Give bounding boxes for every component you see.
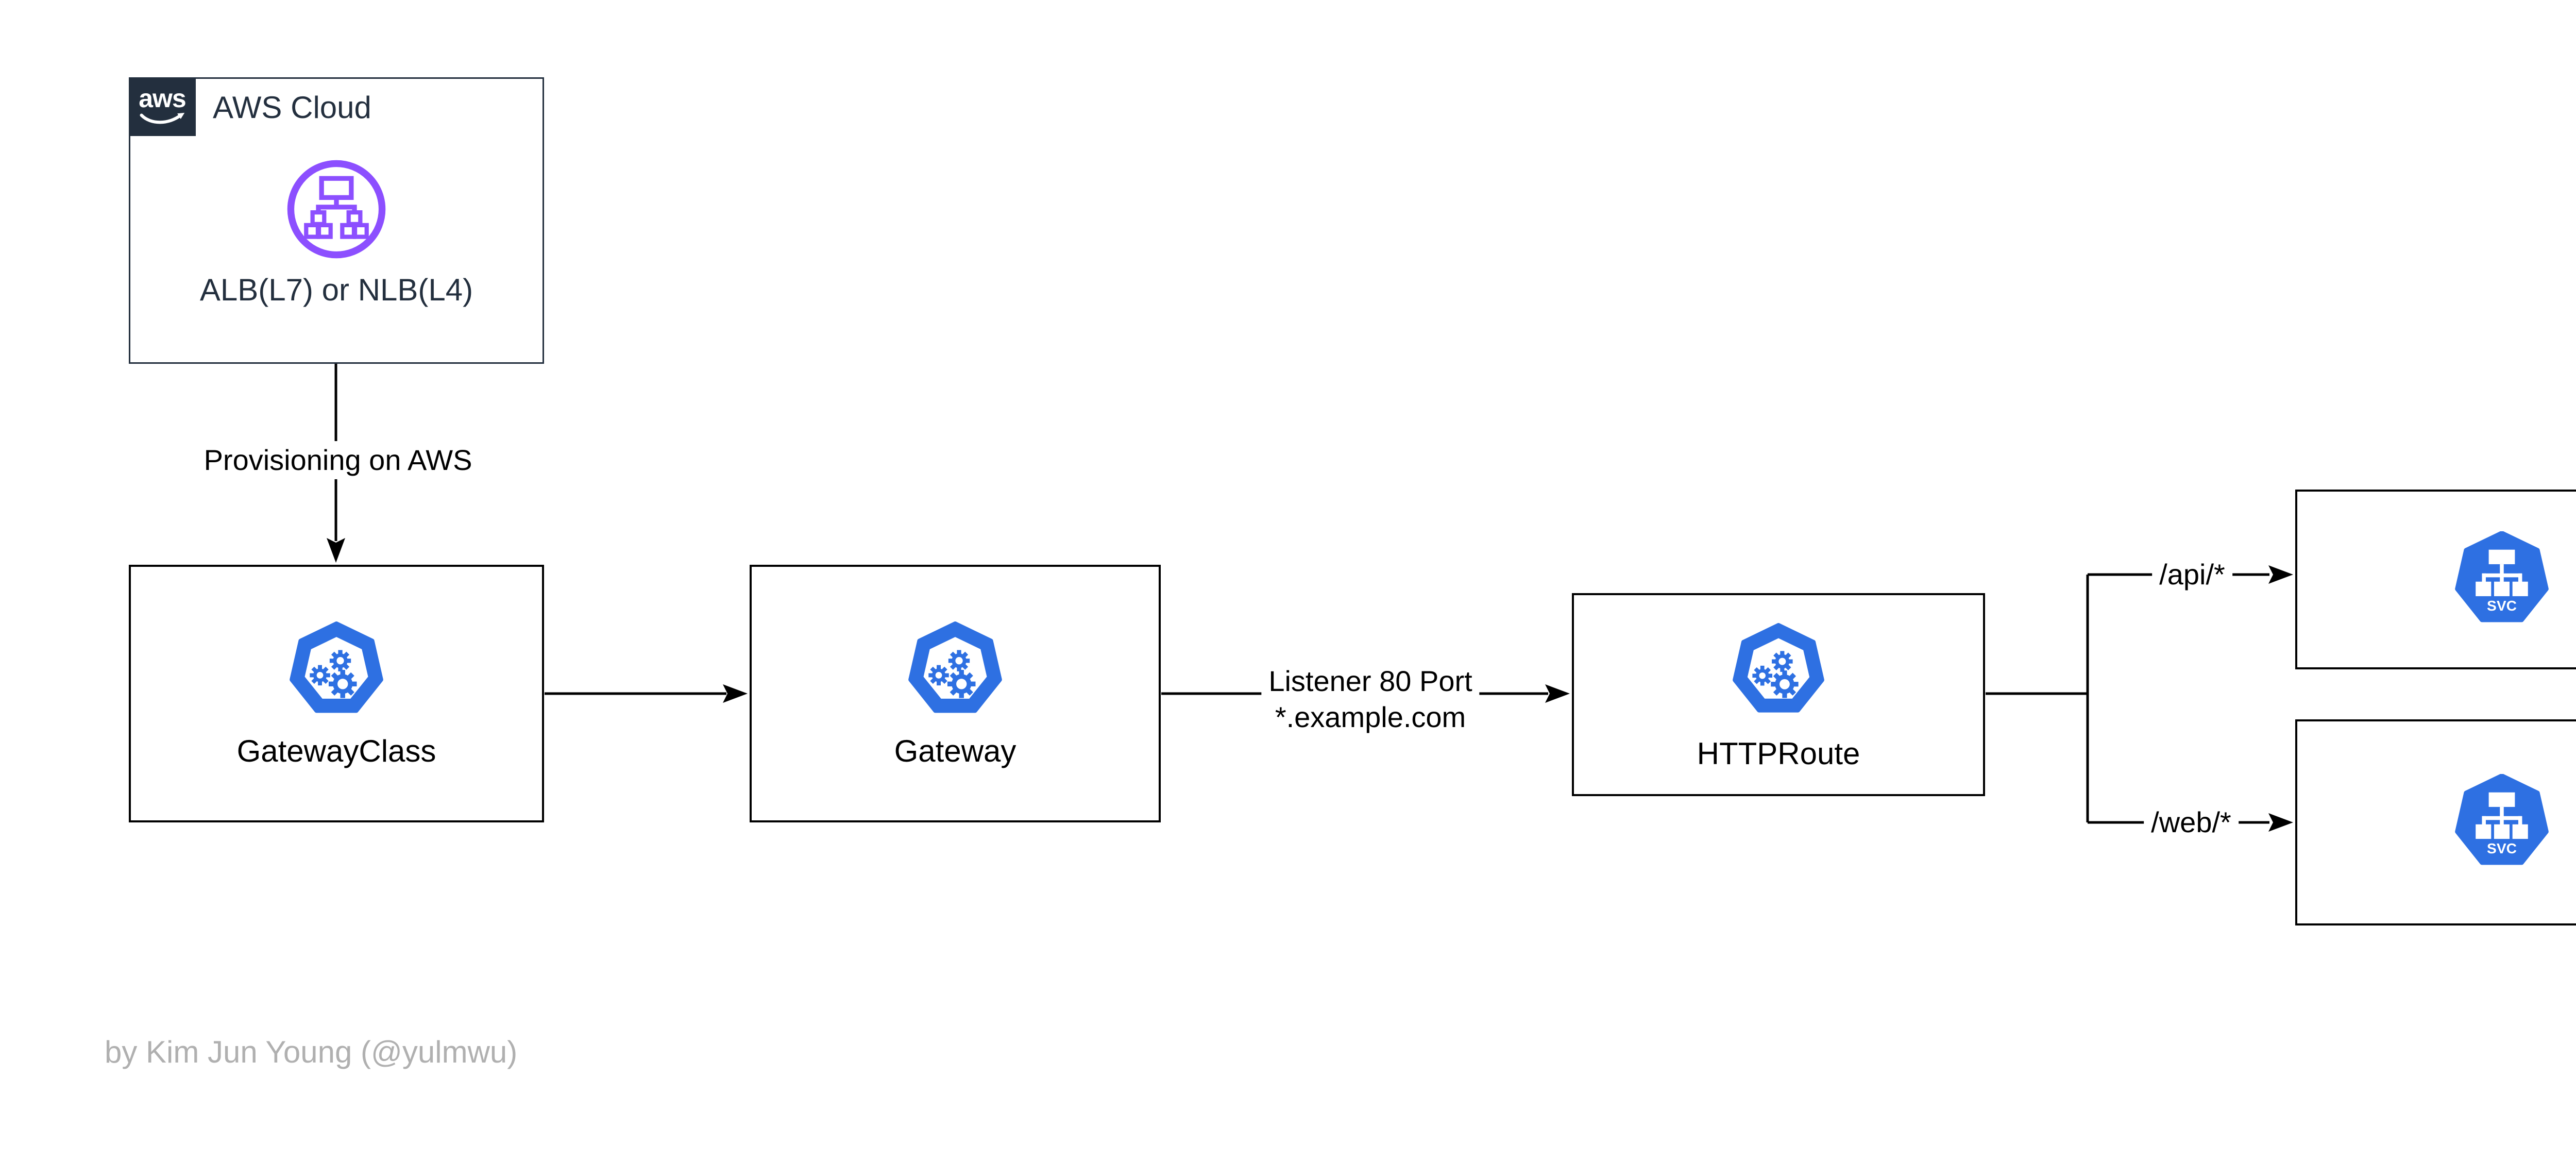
aws-smile-icon bbox=[140, 112, 185, 124]
kubernetes-crd-gears-icon bbox=[908, 621, 1002, 713]
aws-cloud-group: aws AWS Cloud A bbox=[129, 77, 544, 364]
kubernetes-service-icon: SVC bbox=[2454, 531, 2549, 622]
gatewayclass-label: GatewayClass bbox=[236, 734, 436, 768]
aws-logo-badge: aws bbox=[129, 77, 196, 136]
provisioning-arrowhead bbox=[327, 538, 345, 563]
svc-icon-text: SVC bbox=[2487, 597, 2517, 614]
gateway-arrowhead bbox=[723, 684, 748, 703]
credit-text: by Kim Jun Young (@yulmwu) bbox=[105, 1035, 518, 1069]
provisioning-label: Provisioning on AWS bbox=[196, 441, 480, 479]
httproute-label: HTTPRoute bbox=[1697, 736, 1860, 771]
load-balancer-icon bbox=[287, 160, 386, 259]
aws-cloud-title: AWS Cloud bbox=[213, 90, 371, 125]
httproute-node: HTTPRoute bbox=[1572, 593, 1985, 796]
gateway-label: Gateway bbox=[894, 734, 1016, 768]
service-api-node: SVC bbox=[2295, 490, 2576, 669]
kubernetes-crd-gears-icon bbox=[1733, 623, 1824, 713]
gateway-node: Gateway bbox=[750, 565, 1161, 822]
listener-label: Listener 80 Port *.example.com bbox=[1261, 662, 1480, 736]
httproute-arrowhead bbox=[1545, 684, 1570, 703]
svc-icon-text: SVC bbox=[2487, 840, 2517, 856]
api-arrowhead bbox=[2268, 565, 2293, 584]
listener-label-line2: *.example.com bbox=[1275, 701, 1466, 733]
web-arrowhead bbox=[2268, 813, 2293, 832]
web-path-label: /web/* bbox=[2144, 803, 2239, 841]
kubernetes-crd-gears-icon bbox=[290, 621, 383, 713]
alb-nlb-label: ALB(L7) or NLB(L4) bbox=[199, 273, 473, 307]
kubernetes-service-icon: SVC bbox=[2454, 774, 2549, 865]
api-path-label: /api/* bbox=[2152, 555, 2232, 594]
service-web-node: SVC bbox=[2295, 719, 2576, 925]
listener-label-line1: Listener 80 Port bbox=[1268, 665, 1472, 697]
aws-logo-text: aws bbox=[139, 84, 187, 113]
gatewayclass-node: GatewayClass bbox=[129, 565, 544, 822]
